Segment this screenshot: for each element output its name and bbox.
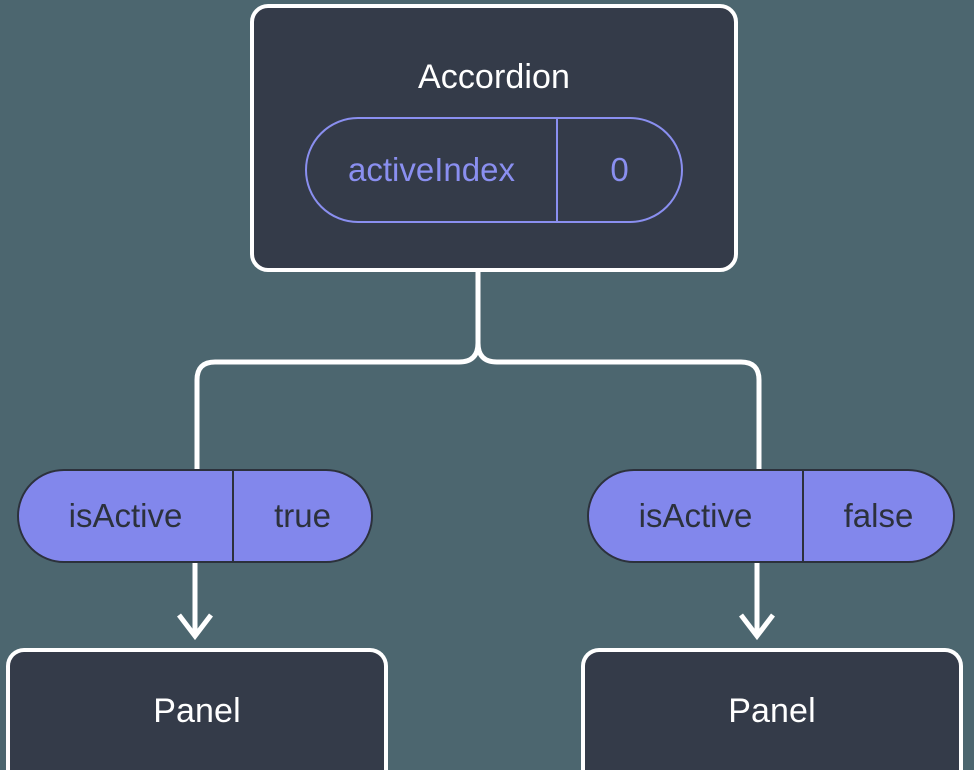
- accordion-node-title: Accordion: [417, 58, 571, 96]
- arrow-head-right: [739, 613, 775, 641]
- prop-pill-is-active-false[interactable]: isActive false: [587, 469, 955, 563]
- panel-node-right[interactable]: Panel: [581, 648, 963, 770]
- state-pill-value: 0: [610, 151, 629, 188]
- panel-node-right-title: Panel: [728, 692, 816, 730]
- panel-node-left[interactable]: Panel: [6, 648, 388, 770]
- state-pill-active-index[interactable]: activeIndex 0: [305, 117, 683, 223]
- state-pill-key: activeIndex: [307, 119, 558, 221]
- prop-pill-is-active-true[interactable]: isActive true: [17, 469, 373, 563]
- arrow-head-left: [177, 613, 213, 641]
- prop-pill-left-key: isActive: [19, 471, 234, 561]
- panel-node-left-title: Panel: [153, 692, 241, 730]
- connector-branch-left: [194, 342, 481, 471]
- prop-pill-right-value: false: [843, 497, 914, 534]
- accordion-node[interactable]: Accordion: [250, 4, 738, 272]
- prop-pill-left-value: true: [274, 497, 331, 534]
- connector-branch-right: [475, 342, 762, 471]
- prop-pill-right-key: isActive: [589, 471, 804, 561]
